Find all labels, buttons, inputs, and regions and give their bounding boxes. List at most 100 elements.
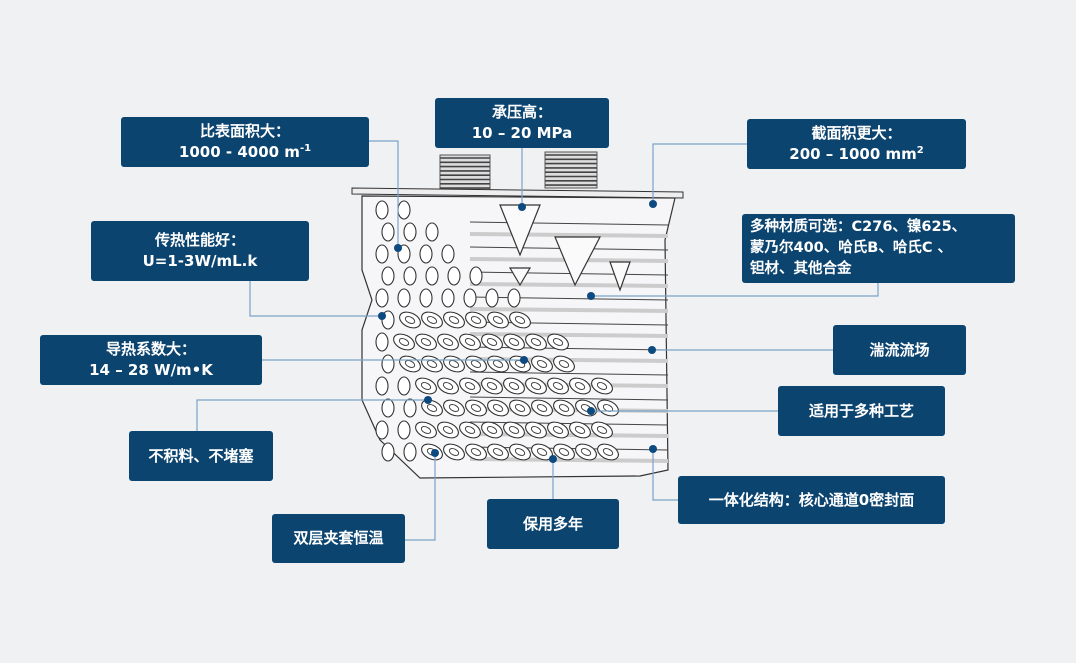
channel-core — [404, 316, 416, 324]
channel-cell — [421, 311, 443, 329]
channel-cell — [465, 311, 487, 329]
channel-core — [448, 448, 460, 456]
leader-dot — [649, 445, 657, 453]
label-heat-transfer: 传热性能好： U=1-3W/mL.k — [91, 221, 309, 281]
label-line: 多种材质可选：C276、镍625、 — [750, 219, 967, 235]
label-title: 导热系数大： — [105, 340, 196, 358]
label-specific-surface: 比表面积大： 1000 - 4000 m-1 — [121, 117, 369, 167]
channel-core — [530, 382, 542, 390]
tube-shade — [469, 332, 669, 338]
channel-cell — [481, 377, 503, 395]
leader-dot — [518, 203, 526, 211]
port-fitting — [544, 151, 598, 189]
channel-cell — [437, 333, 459, 351]
channel-core — [470, 316, 482, 324]
label-processes: 适用于多种工艺 — [778, 386, 945, 436]
channel-core — [552, 426, 564, 434]
channel-cell — [397, 200, 411, 220]
label-cross-section: 截面积更大： 200 – 1000 mm2 — [747, 119, 966, 169]
label-title: 承压高： — [491, 103, 552, 121]
channel-cell — [425, 222, 439, 242]
channel-cell — [503, 421, 525, 439]
port-fitting — [439, 154, 491, 192]
channel-core — [442, 382, 454, 390]
channel-cell — [437, 377, 459, 395]
label-value-wrap: 200 – 1000 mm2 — [789, 144, 923, 165]
channel-cell — [415, 421, 437, 439]
baffle-triangle — [508, 267, 532, 287]
channel-core — [470, 360, 482, 368]
channel-core — [404, 360, 416, 368]
channel-core — [536, 360, 548, 368]
channel-cell — [591, 377, 613, 395]
leader-dot — [549, 455, 557, 463]
leader-line — [405, 453, 436, 541]
channel-core — [580, 448, 592, 456]
leader-line — [652, 449, 678, 501]
channel-core — [530, 338, 542, 346]
channel-cell — [415, 333, 437, 351]
label-title: 适用于多种工艺 — [808, 401, 914, 420]
channel-cell — [415, 377, 437, 395]
channel-cell — [553, 355, 575, 373]
channel-core — [558, 448, 570, 456]
label-line: 蒙乃尔400、哈氏B、哈氏C 、 — [750, 240, 953, 256]
leader-dot — [587, 292, 595, 300]
tube-line — [469, 296, 669, 301]
channel-cell — [531, 399, 553, 417]
channel-core — [420, 426, 432, 434]
channel-core — [464, 426, 476, 434]
channel-cell — [375, 332, 389, 352]
channel-cell — [509, 443, 531, 461]
channel-core — [470, 448, 482, 456]
channel-cell — [437, 421, 459, 439]
channel-cell — [569, 421, 591, 439]
channel-core — [426, 360, 438, 368]
channel-cell — [547, 421, 569, 439]
channel-core — [448, 360, 460, 368]
channel-cell — [459, 377, 481, 395]
channel-cell — [397, 420, 411, 440]
channel-core — [514, 316, 526, 324]
channel-cell — [487, 399, 509, 417]
channel-cell — [487, 311, 509, 329]
label-title: 比表面积大： — [199, 122, 290, 140]
channel-cell — [403, 398, 417, 418]
label-value: 10 – 20 MPa — [471, 124, 573, 142]
baffle-triangle — [554, 236, 601, 287]
leader-dot — [649, 200, 657, 208]
channel-cell — [553, 399, 575, 417]
leader-dot — [378, 312, 386, 320]
leader-dot — [587, 407, 595, 415]
channel-cell — [399, 311, 421, 329]
channel-core — [492, 448, 504, 456]
channel-cell — [553, 443, 575, 461]
leader-line — [249, 281, 382, 317]
channel-core — [574, 426, 586, 434]
channel-cell — [443, 311, 465, 329]
channel-core — [464, 338, 476, 346]
channel-cell — [381, 222, 395, 242]
channel-cell — [375, 200, 389, 220]
channel-core — [492, 404, 504, 412]
tube-shade — [469, 232, 669, 238]
label-title: 湍流流场 — [869, 340, 930, 359]
label-title: 截面积更大： — [811, 124, 902, 142]
label-sup: 2 — [916, 145, 924, 156]
label-sup: -1 — [299, 143, 312, 154]
channel-core — [448, 316, 460, 324]
channel-core — [536, 404, 548, 412]
channel-cell — [509, 399, 531, 417]
channel-cell — [397, 288, 411, 308]
channel-cell — [503, 333, 525, 351]
label-line: 钽材、其他合金 — [750, 261, 852, 277]
channel-core — [552, 338, 564, 346]
channel-core — [530, 426, 542, 434]
label-turbulent: 湍流流场 — [833, 325, 966, 375]
channel-core — [492, 360, 504, 368]
channel-core — [508, 382, 520, 390]
channel-cell — [525, 377, 547, 395]
channel-core — [596, 382, 608, 390]
channel-core — [442, 338, 454, 346]
